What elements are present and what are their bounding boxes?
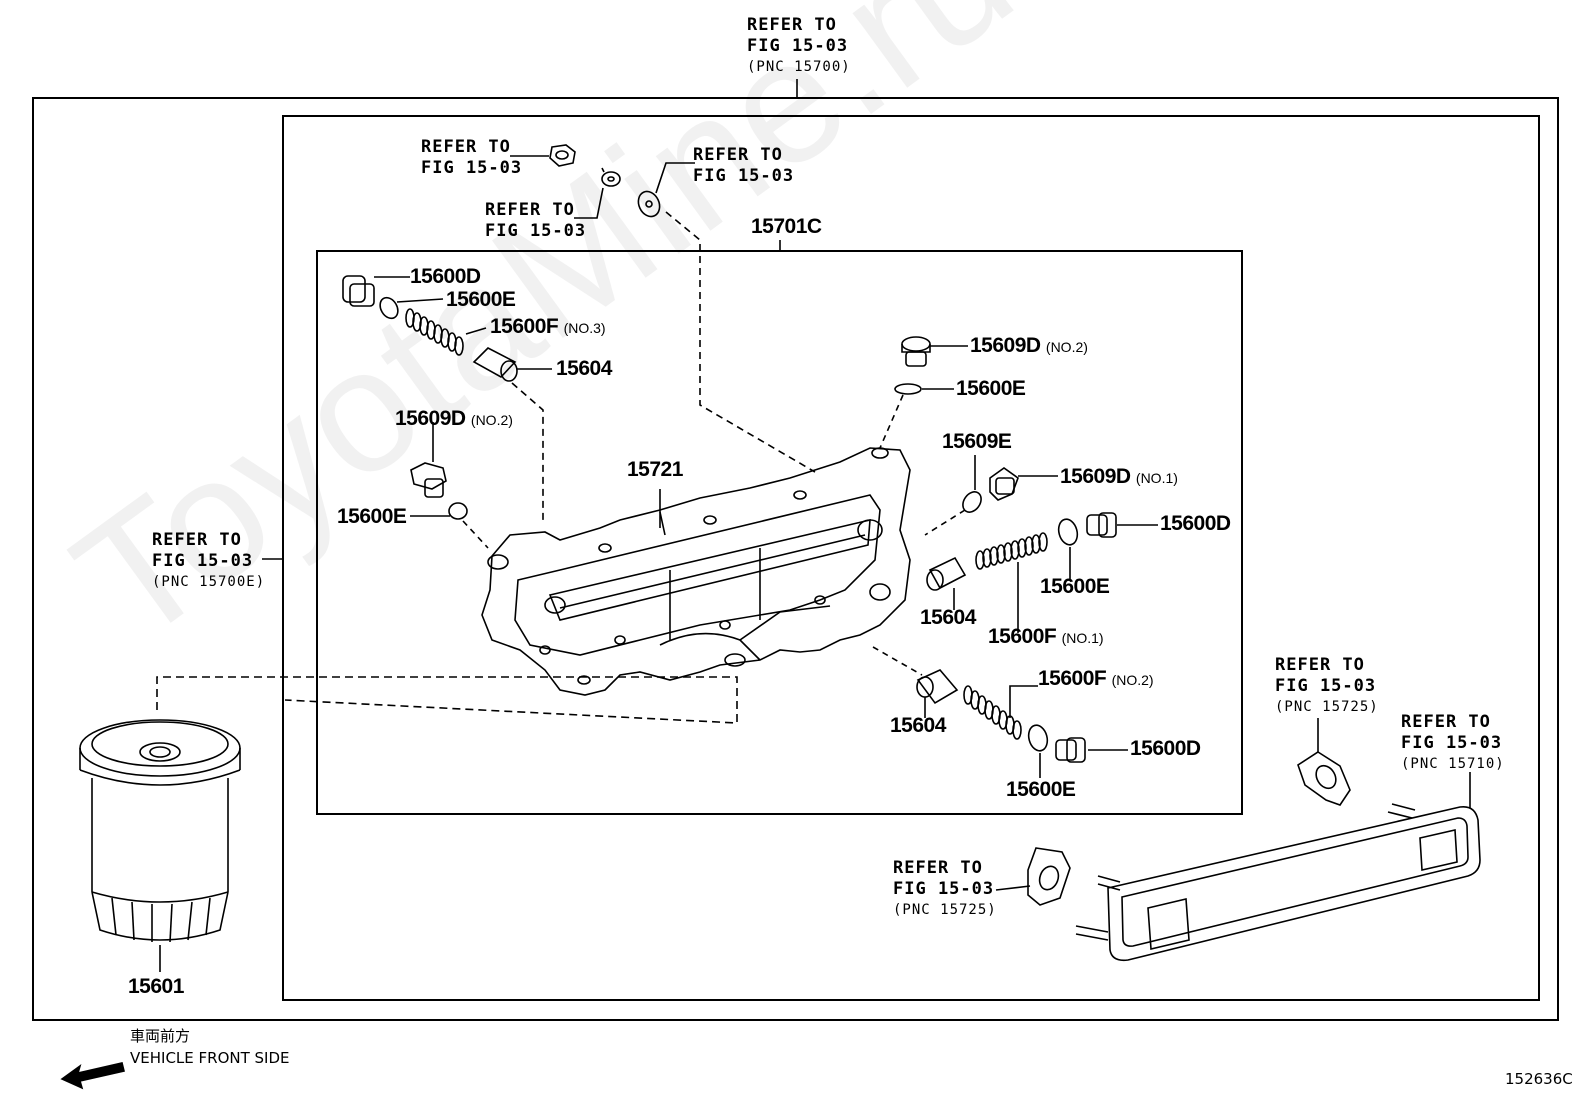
lock-washer-icon (601, 167, 621, 187)
part-15600E-e: 15600E (1006, 778, 1076, 801)
part-15600F-b: 15600F (NO.1) (988, 625, 1104, 648)
nut-icon (549, 144, 576, 167)
part-15604-b: 15604 (920, 606, 976, 629)
plug-15609D-a-icon (410, 462, 447, 498)
part-15604-c: 15604 (890, 714, 946, 737)
o-ring-15600E-c-icon (894, 383, 922, 395)
spring-15600F-c-icon (963, 685, 1038, 740)
part-15600F-c: 15600F (NO.2) (1038, 667, 1154, 690)
part-15609E: 15609E (942, 430, 1012, 453)
valve-15604-b-icon (926, 556, 967, 610)
plug-15609D-c-icon (989, 467, 1058, 501)
part-15600E-d: 15600E (1040, 575, 1110, 598)
part-15600D-c: 15600D (1130, 737, 1201, 760)
part-15701C: 15701C (751, 215, 822, 238)
oil-cooler-element-icon (1075, 772, 1481, 962)
gasket-bottom-icon (995, 847, 1071, 906)
cooler-housing-icon (481, 447, 911, 696)
plug-15600D-c-icon (1055, 737, 1128, 763)
plug-15600D-b-icon (1086, 512, 1158, 538)
o-ring-15600E-a-icon (379, 296, 444, 320)
oil-filter-icon (79, 719, 241, 972)
o-ring-15600E-e-icon (1027, 724, 1049, 752)
part-15600F-a: 15600F (NO.3) (490, 315, 606, 338)
part-15600D-b: 15600D (1160, 512, 1231, 535)
o-ring-15600E-b-icon (448, 502, 468, 520)
assembly-frame (316, 250, 1243, 815)
part-15721: 15721 (627, 458, 683, 481)
plug-15609D-b-icon (901, 336, 968, 367)
outer-frame (32, 97, 1559, 1021)
part-15600E-a: 15600E (446, 288, 516, 311)
front-arrow-icon (60, 1062, 125, 1090)
part-15609D-c: 15609D (NO.1) (1060, 465, 1178, 488)
part-15600E-c: 15600E (956, 377, 1026, 400)
figure-code: 152636C (1505, 1070, 1573, 1088)
part-15600D-a: 15600D (410, 265, 481, 288)
washer-icon (637, 190, 661, 218)
plug-15600D-a-icon (342, 275, 410, 307)
o-ring-15609E-icon (962, 491, 982, 513)
spring-15600F-b-icon (975, 532, 1048, 633)
part-15601: 15601 (128, 975, 184, 998)
spring-15600F-a-icon (405, 308, 487, 356)
gasket-right-icon (1297, 718, 1351, 806)
valve-15604-a-icon (472, 347, 552, 382)
o-ring-15600E-d-icon (1057, 518, 1079, 546)
part-15604-a: 15604 (556, 357, 612, 380)
part-15609D-b: 15609D (NO.2) (970, 334, 1088, 357)
inner-frame (282, 115, 1540, 1001)
part-15609D-a: 15609D (NO.2) (395, 407, 513, 430)
valve-15604-c-icon (916, 669, 959, 718)
part-15600E-b: 15600E (337, 505, 407, 528)
